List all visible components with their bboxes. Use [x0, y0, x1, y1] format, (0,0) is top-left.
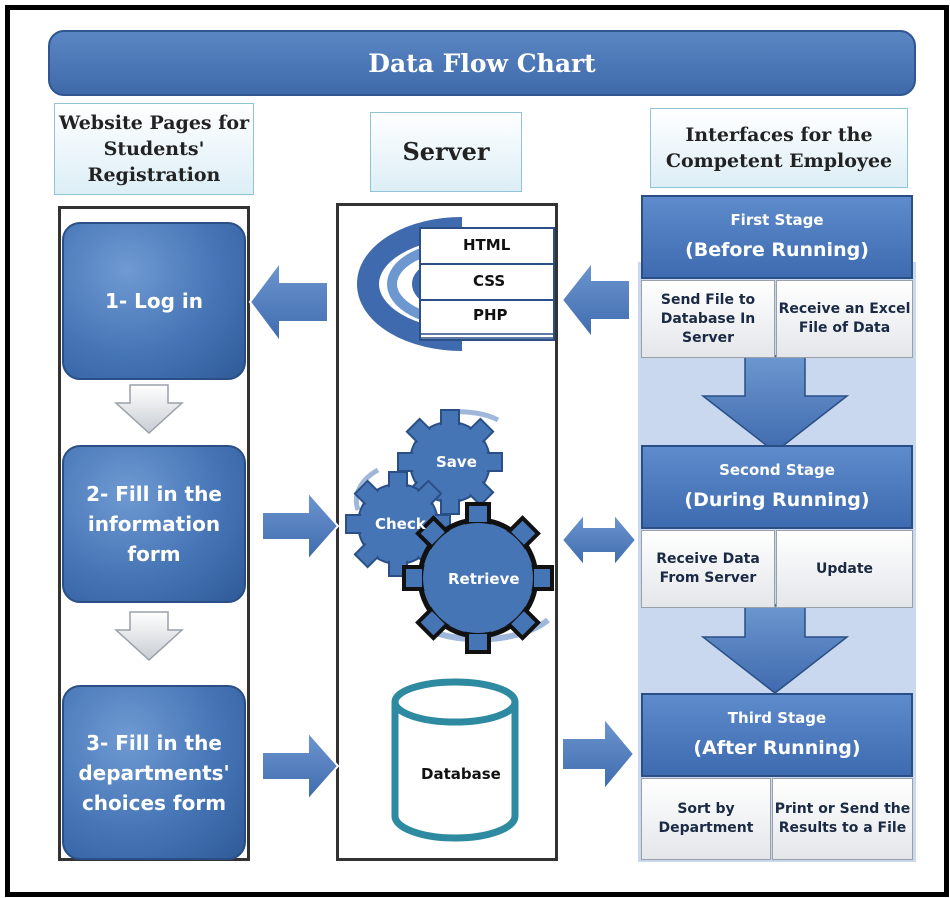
- stage-2-title: Second Stage: [719, 461, 835, 479]
- diagram-title: Data Flow Chart: [48, 30, 916, 96]
- stack-html: HTML: [463, 236, 511, 254]
- arrow-stage-to-server: [560, 259, 631, 341]
- server-stack-graphic: [357, 217, 555, 351]
- step-login: 1- Log in: [62, 222, 246, 380]
- database-icon: [391, 678, 519, 842]
- down-arrow-1: [114, 384, 184, 435]
- retrieve-gear-icon: [402, 502, 554, 654]
- stage-1-subtitle: (Before Running): [685, 239, 869, 261]
- arrow-form-to-server: [261, 489, 340, 563]
- stage-2-item-1: Receive Data From Server: [641, 530, 775, 608]
- database-label: Database: [421, 765, 501, 783]
- gear-label-check: Check: [375, 515, 426, 533]
- step-departments-form: 3- Fill in the departments' choices form: [62, 685, 246, 860]
- stage-2-header: Second Stage (During Running): [641, 445, 913, 529]
- stage-2-item-2: Update: [776, 530, 913, 608]
- arrow-dept-to-server: [261, 729, 340, 803]
- stack-php: PHP: [473, 306, 508, 324]
- arrow-server-to-login: [248, 259, 329, 345]
- stage-2-subtitle: (During Running): [684, 489, 870, 511]
- stage-3-item-1: Sort by Department: [641, 778, 771, 860]
- stage-3-item-2: Print or Send the Results to a File: [772, 778, 913, 860]
- stage-1-item-1: Send File to Database In Server: [641, 280, 775, 358]
- stage-3-title: Third Stage: [727, 709, 827, 727]
- stack-css: CSS: [473, 272, 506, 290]
- stage-1-header: First Stage (Before Running): [641, 195, 913, 279]
- stage-arrow-2: [700, 604, 850, 694]
- step-info-form: 2- Fill in the information form: [62, 445, 246, 603]
- arrow-bidirectional: [560, 511, 638, 569]
- gears-graphic: [345, 409, 554, 654]
- down-arrow-2: [114, 611, 184, 662]
- header-left: Website Pages for Students' Registration: [54, 103, 254, 195]
- stage-1-title: First Stage: [730, 211, 824, 229]
- check-gear-icon: [345, 471, 451, 577]
- gear-label-retrieve: Retrieve: [448, 570, 520, 588]
- stage-3-header: Third Stage (After Running): [641, 693, 913, 777]
- header-right: Interfaces for the Competent Employee: [650, 108, 908, 188]
- stage-1-item-2: Receive an Excel File of Data: [776, 280, 913, 358]
- arrow-db-to-stage: [561, 715, 636, 793]
- stage-3-subtitle: (After Running): [693, 737, 861, 759]
- gear-label-save: Save: [436, 453, 477, 471]
- header-server: Server: [370, 112, 522, 192]
- stage-arrow-1: [700, 355, 850, 453]
